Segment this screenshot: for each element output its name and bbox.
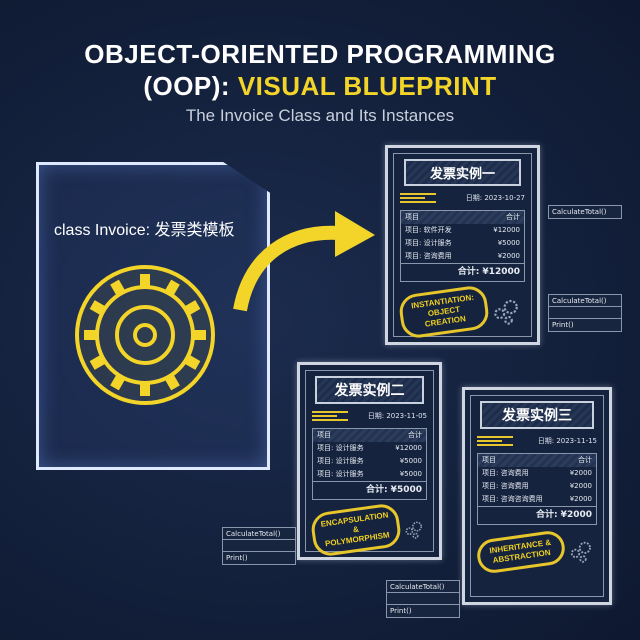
table-row: 项目: 咨询费用 ¥2000 [401,250,524,263]
method-box: CalculateTotal() Print() [386,580,460,618]
method-calculate-total: CalculateTotal() [552,208,607,216]
concept-stamp: INSTANTIATION: OBJECT CREATION [397,284,491,340]
col-item: 项目 [405,213,419,221]
invoice-date: 日期: 2023-10-27 [465,194,525,202]
class-label: class Invoice: 发票类模板 [54,222,235,239]
table-row: 项目: 设计服务 ¥12000 [313,442,426,455]
table-row: 项目: 设计服务 ¥5000 [401,237,524,250]
table-header: 项目 合计 [313,429,426,442]
method-print: Print() [552,321,574,329]
method-print: Print() [390,607,412,615]
col-total: 合计 [408,431,422,439]
col-total: 合计 [506,213,520,221]
subtitle: The Invoice Class and Its Instances [185,106,455,125]
item-amount: ¥12000 [395,444,422,452]
decorative-lines [477,434,513,448]
item-name: 项目: 设计服务 [317,444,364,452]
instance-title: 发票实例三 [480,401,594,429]
item-name: 项目: 设计服务 [317,457,364,465]
table-header: 项目 合计 [478,454,596,467]
gear-icon [75,265,215,405]
item-amount: ¥5000 [399,470,422,478]
col-item: 项目 [317,431,331,439]
invoice-instance-card: 发票实例一 日期: 2023-10-27 项目 合计 项目: 软件开发 ¥12000… [385,145,540,345]
invoice-total: 合计: ¥12000 [401,263,524,281]
title-line-1: OBJECT-ORIENTED PROGRAMMING [84,39,556,69]
item-amount: ¥12000 [493,226,520,234]
table-row: 项目: 软件开发 ¥12000 [401,224,524,237]
method-calculate-total: CalculateTotal() [223,528,295,540]
invoice-table: 项目 合计 项目: 软件开发 ¥12000 项目: 设计服务 ¥5000 项目: 咨询费用… [400,210,525,282]
table-row: 项目: 咨询咨询费用 ¥2000 [478,493,596,506]
instance-title: 发票实例一 [403,159,522,186]
decorative-lines [312,409,348,423]
class-document [36,162,270,470]
method-print: Print() [226,554,248,562]
card-footer: INHERITANCE & ABSTRACTION [475,529,597,575]
card-footer: INSTANTIATION: OBJECT CREATION [397,284,525,340]
concept-stamp: INHERITANCE & ABSTRACTION [475,529,567,575]
item-amount: ¥2000 [569,495,592,503]
instance-title: 发票实例二 [314,376,425,404]
item-amount: ¥5000 [399,457,422,465]
col-item: 项目 [482,456,496,464]
card-inner: 发票实例二 日期: 2023-11-05 项目 合计 项目: 设计服务 ¥12000… [305,370,434,558]
item-amount: ¥2000 [569,469,592,477]
card-meta: 日期: 2023-11-15 [477,434,597,448]
method-calculate-total: CalculateTotal() [387,581,459,593]
table-row: 项目: 设计服务 ¥5000 [313,455,426,468]
item-name: 项目: 咨询费用 [482,482,529,490]
invoice-total: 合计: ¥5000 [313,481,426,499]
gears-icon [570,541,591,563]
item-amount: ¥5000 [497,239,520,247]
item-amount: ¥2000 [569,482,592,490]
method-blank [549,307,621,319]
col-total: 合计 [578,456,592,464]
table-header: 项目 合计 [401,211,524,224]
title-highlight: VISUAL BLUEPRINT [237,71,497,101]
method-calculate-total: CalculateTotal() [549,295,621,307]
concept-stamp: ENCAPSULATION & POLYMORPHISM [309,502,403,558]
invoice-date: 日期: 2023-11-05 [367,412,427,420]
item-name: 项目: 咨询费用 [405,252,452,260]
decorative-lines [400,191,436,205]
item-name: 项目: 设计服务 [317,470,364,478]
invoice-date: 日期: 2023-11-15 [537,437,597,445]
page-title: OBJECT-ORIENTED PROGRAMMING (OOP): VISUA… [0,38,640,102]
card-footer: ENCAPSULATION & POLYMORPHISM [309,502,427,558]
method-box: CalculateTotal() [548,205,622,219]
card-meta: 日期: 2023-10-27 [400,191,525,205]
gears-icon [494,299,518,325]
gears-icon [405,521,423,539]
table-row: 项目: 咨询费用 ¥2000 [478,480,596,493]
method-box: CalculateTotal() Print() [548,294,622,332]
invoice-total: 合计: ¥2000 [478,506,596,524]
method-box: CalculateTotal() Print() [222,527,296,565]
item-name: 项目: 咨询咨询费用 [482,495,543,503]
table-row: 项目: 咨询费用 ¥2000 [478,467,596,480]
invoice-instance-card: 发票实例二 日期: 2023-11-05 项目 合计 项目: 设计服务 ¥12000… [297,362,442,560]
card-inner: 发票实例一 日期: 2023-10-27 项目 合计 项目: 软件开发 ¥12000… [393,153,532,340]
card-meta: 日期: 2023-11-05 [312,409,427,423]
item-name: 项目: 咨询费用 [482,469,529,477]
title-prefix: (OOP): [143,71,238,101]
title-line-2: (OOP): VISUAL BLUEPRINT [0,70,640,102]
item-amount: ¥2000 [497,252,520,260]
arrow-icon [233,211,375,312]
method-blank [223,540,295,552]
method-blank [387,593,459,605]
item-name: 项目: 软件开发 [405,226,452,234]
table-row: 项目: 设计服务 ¥5000 [313,468,426,481]
item-name: 项目: 设计服务 [405,239,452,247]
